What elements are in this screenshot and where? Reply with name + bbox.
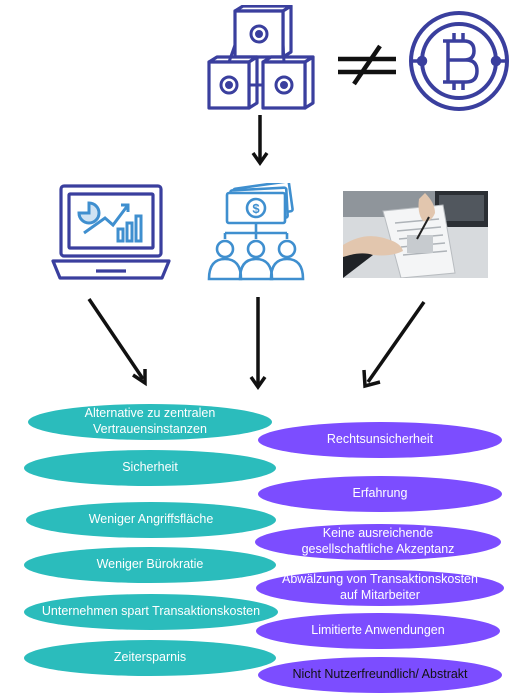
svg-text:$: $ — [252, 201, 260, 216]
advantage-label: Sicherheit — [122, 460, 178, 475]
disadvantage-label: Abwälzung von Transaktionskosten — [282, 572, 478, 587]
disadvantage-label: auf Mitarbeiter — [340, 588, 420, 602]
not-equal-icon — [338, 44, 396, 86]
advantage-label: Vertrauensinstanzen — [93, 422, 207, 436]
advantage-label: Weniger Angriffsfläche — [88, 512, 214, 527]
document-handshake-photo — [343, 191, 488, 278]
advantage-pill: Weniger Angriffsfläche — [26, 502, 276, 538]
bitcoin-coin-icon — [409, 11, 509, 111]
advantage-pill: Sicherheit — [24, 450, 276, 486]
advantage-label: Weniger Bürokratie — [96, 557, 204, 572]
disadvantage-pill: Limitierte Anwendungen — [256, 613, 500, 649]
blockchain-cubes-icon — [207, 5, 315, 110]
arrow-down — [251, 115, 269, 167]
advantage-pill: Zeitersparnis — [24, 640, 276, 676]
disadvantage-label: Nicht Nutzerfreundlich/ Abstrakt — [292, 667, 468, 682]
disadvantage-pill: Rechtsunsicherheit — [258, 422, 502, 458]
disadvantage-label: Limitierte Anwendungen — [311, 623, 445, 638]
disadvantage-pill: Erfahrung — [258, 476, 502, 512]
disadvantage-label: Keine ausreichende — [322, 526, 434, 541]
advantage-label: Zeitersparnis — [113, 650, 187, 665]
disadvantage-label: Erfahrung — [352, 486, 408, 501]
arrow-down — [249, 297, 267, 391]
arrow-diagonal-left — [87, 298, 147, 387]
disadvantage-label: gesellschaftliche Akzeptanz — [301, 542, 455, 556]
money-people-hierarchy-icon: $ — [207, 183, 305, 281]
advantage-label: Unternehmen spart Transaktionskosten — [41, 604, 261, 619]
disadvantage-pill: Nicht Nutzerfreundlich/ Abstrakt — [258, 657, 502, 693]
laptop-analytics-icon — [51, 184, 171, 280]
arrow-diagonal-right — [362, 300, 426, 389]
advantage-pill: Unternehmen spart Transaktionskosten — [24, 594, 278, 630]
advantage-pill: Weniger Bürokratie — [24, 547, 276, 583]
disadvantage-label: Rechtsunsicherheit — [326, 432, 434, 447]
advantage-label: Alternative zu zentralen — [84, 406, 216, 421]
